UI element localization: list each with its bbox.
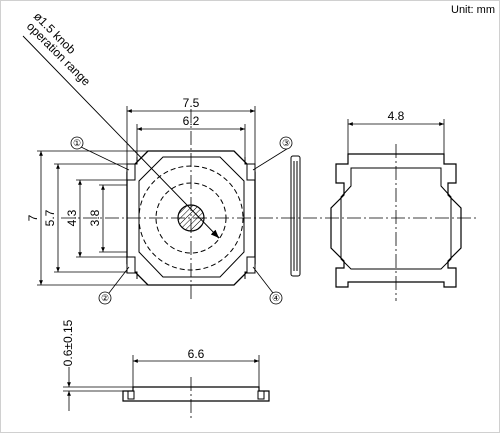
terminal-2-lead (126, 256, 136, 274)
edge-view (290, 155, 301, 277)
dim-side-width: 4.8 (388, 109, 405, 123)
switch-body-outline (126, 150, 256, 286)
back-view (330, 119, 462, 301)
back-view-outline (330, 153, 462, 288)
terminal-callouts (70, 136, 293, 305)
top-view (22, 35, 479, 301)
dim-height-38: 3.8 (88, 209, 102, 226)
knob-leader-line (22, 35, 220, 239)
actuator-outline (138, 156, 245, 278)
terminal-4-lead (246, 256, 256, 274)
dim-width-inner: 6.2 (183, 114, 200, 128)
dim-width-outer: 7.5 (183, 96, 200, 110)
dim-height-43: 4.3 (65, 209, 79, 226)
top-width-dimensions (126, 106, 256, 171)
terminal-3-lead (246, 163, 256, 181)
terminal-label-4: ④ (272, 293, 280, 303)
unit-label: Unit: mm (451, 4, 495, 16)
top-height-dimensions (37, 150, 148, 286)
terminal-1-lead (126, 163, 136, 181)
front-view-body (122, 386, 270, 402)
dim-height-outer: 7 (26, 214, 40, 221)
dim-front-width: 6.6 (188, 347, 205, 361)
knob-leader-arrow (210, 229, 220, 239)
terminal-label-1: ① (73, 138, 81, 148)
terminal-label-3: ③ (282, 138, 290, 148)
back-view-inner (340, 167, 452, 270)
terminal-label-2: ② (101, 293, 109, 303)
dim-height-57: 5.7 (43, 209, 57, 226)
front-view (63, 355, 270, 421)
dim-thickness: 0.6±0.15 (61, 319, 75, 366)
